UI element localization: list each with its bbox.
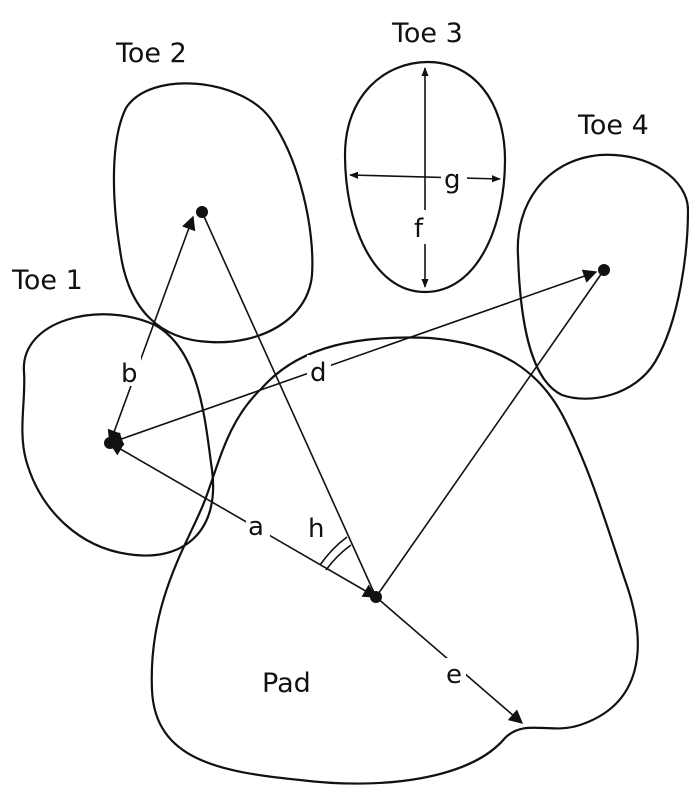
toe4-center-point <box>598 264 610 276</box>
measurement-a-label: a <box>248 512 264 542</box>
toe2-center-point <box>196 206 208 218</box>
line-pad-to-toe4 <box>375 269 605 598</box>
toe2-label: Toe 2 <box>115 38 187 69</box>
toe1-label: Toe 1 <box>11 265 83 296</box>
line-b <box>107 215 196 445</box>
toe1-outline <box>21 313 215 557</box>
pad-label: Pad <box>262 668 311 699</box>
line-d <box>108 269 598 446</box>
toe4-label: Toe 4 <box>577 110 649 141</box>
measurement-f-label: f <box>414 214 424 244</box>
toe1-center-point <box>104 437 116 449</box>
toe3-label: Toe 3 <box>391 18 463 49</box>
angle-h-arc-inner <box>325 544 352 571</box>
pad-outline <box>150 336 639 785</box>
line-g <box>349 171 501 183</box>
pad-center-point <box>370 591 382 603</box>
measurement-e-label: e <box>446 660 462 690</box>
toe2-outline <box>112 82 314 344</box>
measurement-h-label: h <box>308 514 324 544</box>
line-a <box>108 442 378 598</box>
angle-h-arc-outer <box>319 536 348 566</box>
measurement-g-label: g <box>444 165 461 195</box>
line-toe2-to-pad <box>201 211 377 598</box>
measurement-b-label: b <box>121 359 138 389</box>
measurement-d-label: d <box>310 358 327 388</box>
toe4-outline <box>516 153 689 400</box>
